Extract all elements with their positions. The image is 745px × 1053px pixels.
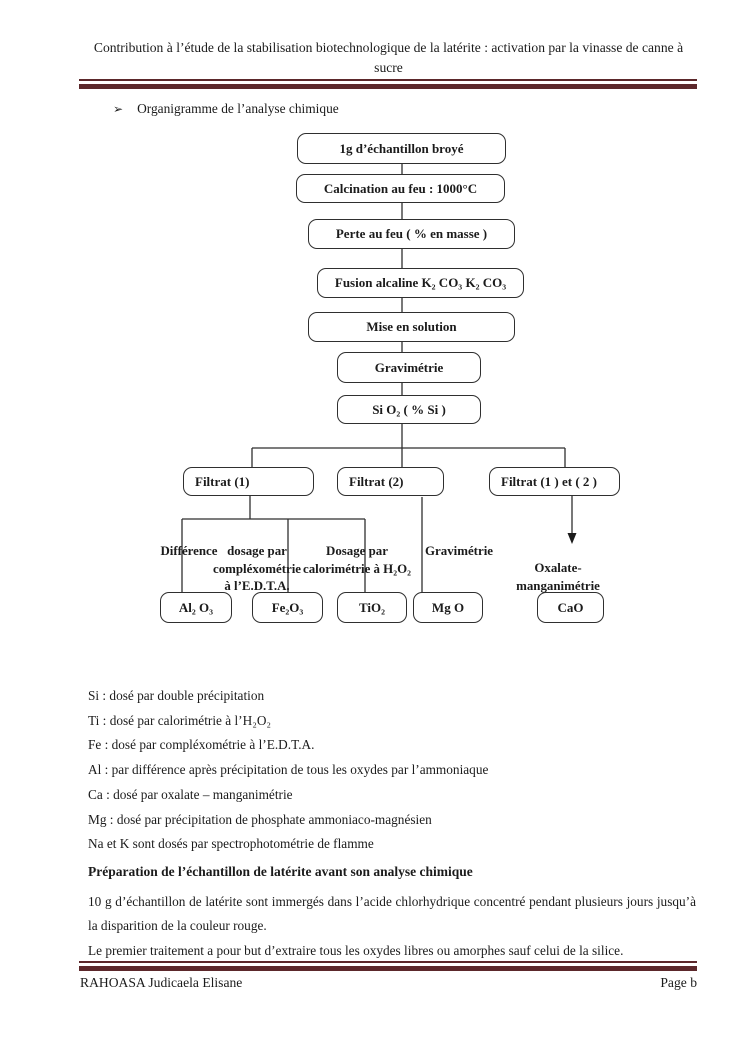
footer-author: RAHOASA Judicaela Elisane bbox=[80, 975, 243, 990]
paragraph-preparation: 10 g d’échantillon de latérite sont imme… bbox=[88, 893, 696, 934]
header-rule bbox=[79, 79, 697, 89]
flow-box-perte-au-feu: Perte au feu ( % en masse ) bbox=[308, 219, 515, 249]
note-si: Si : dosé par double précipitation bbox=[88, 688, 265, 703]
note-mg: Mg : dosé par précipitation de phosphate… bbox=[88, 811, 432, 827]
note-ca: Ca : dosé par oxalate – manganimétrie bbox=[88, 786, 293, 802]
flow-box-al2o3: Al₂ O₃ bbox=[160, 592, 232, 623]
flow-box-calcination: Calcination au feu : 1000°C bbox=[296, 174, 505, 203]
method-label-gravimetrie: Gravimétrie bbox=[425, 544, 493, 558]
method-label-oxalate: Oxalate-manganimétrie bbox=[516, 561, 600, 593]
note-na-k: Na et K sont dosés par spectrophotométri… bbox=[88, 836, 374, 852]
footer-page-number: Page b bbox=[660, 975, 697, 990]
subheading: Préparation de l’échantillon de latérite… bbox=[88, 863, 473, 879]
flow-box-fe2o3: Fe₂O₃ bbox=[252, 592, 323, 623]
page-title: Contribution à l’étude de la stabilisati… bbox=[93, 40, 684, 75]
method-label-calorimetrie: Dosage par calorimétrie à H₂O₂ bbox=[303, 544, 411, 576]
arrow-bullet-icon: ➢ bbox=[113, 102, 124, 116]
method-label-complexometrie: dosage par compléxométrie à l’E.D.T.A. bbox=[212, 544, 302, 593]
flow-box-gravimetrie: Gravimétrie bbox=[337, 352, 481, 383]
flow-box-filtrat-2: Filtrat (2) bbox=[337, 467, 444, 496]
paragraph-traitement: Le premier traitement a pour but d’extra… bbox=[88, 942, 624, 958]
flow-box-mise-en-solution: Mise en solution bbox=[308, 312, 515, 342]
note-ti: Ti : dosé par calorimétrie à l’H₂O₂ bbox=[88, 712, 272, 728]
flow-box-tio2: TiO₂ bbox=[337, 592, 407, 623]
flow-box-sio2: Si O₂ ( % Si ) bbox=[337, 395, 481, 424]
arrowhead-to-cao bbox=[567, 533, 577, 544]
flow-box-fusion-alcaline: Fusion alcaline K₂ CO₃ K₂ CO₃ bbox=[317, 268, 524, 298]
flow-box-filtrat-1-et-2: Filtrat (1 ) et ( 2 ) bbox=[489, 467, 620, 496]
section-label: Organigramme de l’analyse chimique bbox=[137, 101, 339, 116]
footer: RAHOASA Judicaela Elisane Page b bbox=[80, 975, 697, 991]
flow-box-mgo: Mg O bbox=[413, 592, 483, 623]
body-text: Si : dosé par double précipitation Ti : … bbox=[88, 684, 696, 963]
flow-box-cao: CaO bbox=[537, 592, 604, 623]
footer-rule bbox=[79, 961, 697, 971]
note-fe: Fe : dosé par compléxométrie à l’E.D.T.A… bbox=[88, 737, 315, 753]
method-label-difference: Différence bbox=[160, 544, 218, 558]
flow-box-filtrat-1: Filtrat (1) bbox=[183, 467, 314, 496]
section-heading: ➢ Organigramme de l’analyse chimique bbox=[113, 101, 339, 117]
flow-box-echantillon: 1g d’échantillon broyé bbox=[297, 133, 506, 164]
note-al: Al : par différence après précipitation … bbox=[88, 762, 489, 778]
